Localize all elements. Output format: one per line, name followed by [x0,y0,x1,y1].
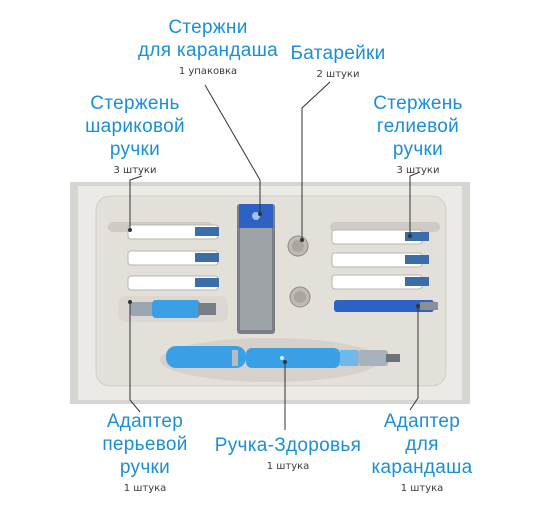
label-ballpoint-refill-title: Стержень шариковой ручки [85,93,185,160]
leader-batteries [301,81,331,240]
label-health-pen: Ручка-Здоровья 1 штука [198,434,378,472]
leader-ballpoint [129,175,143,230]
label-health-pen-title: Ручка-Здоровья [214,435,362,456]
gel-refills [330,222,440,290]
label-fountain-adapter-title: Адаптер перьевой ручки [102,411,188,478]
pencil-adapter [334,300,438,312]
fountain-adapter [118,296,228,322]
health-pen [160,338,400,382]
label-gel-refill: Стержень гелиевой ручки 3 штуки [358,92,478,176]
label-ballpoint-refill: Стержень шариковой ручки 3 штуки [75,92,195,176]
ballpoint-refills [108,222,219,291]
label-lead-refills-title: Стержни для карандаша [137,17,279,61]
label-health-pen-qty: 1 штука [266,461,310,472]
label-batteries-title: Батарейки [290,43,386,64]
leader-fountain-adapter [129,302,141,413]
label-pencil-adapter: Адаптер для карандаша 1 штука [362,410,482,494]
label-pencil-adapter-qty: 1 штука [400,483,444,494]
leader-pencil-adapter [409,306,419,411]
label-batteries: Батарейки 2 штуки [283,42,393,80]
leader-gel [409,171,421,236]
label-fountain-adapter: Адаптер перьевой ручки 1 штука [90,410,200,494]
label-ballpoint-refill-qty: 3 штуки [113,165,157,176]
lead-refill-tube [237,204,275,334]
label-gel-refill-title: Стержень гелиевой ручки [373,93,463,160]
leader-lead-refills [204,84,261,214]
label-lead-refills-qty: 1 упаковка [178,66,238,77]
label-lead-refills: Стержни для карандаша 1 упаковка [128,16,288,77]
label-fountain-adapter-qty: 1 штука [123,483,167,494]
label-batteries-qty: 2 штуки [316,69,360,80]
label-pencil-adapter-title: Адаптер для карандаша [371,411,473,478]
label-gel-refill-qty: 3 штуки [396,165,440,176]
